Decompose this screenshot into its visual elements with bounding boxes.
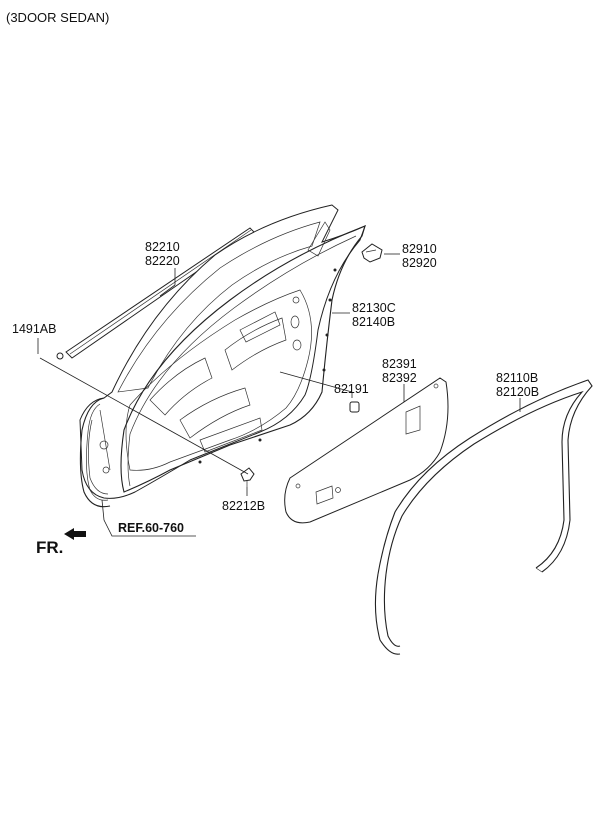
label-82110b: 82110B bbox=[496, 371, 538, 385]
screw-82212b bbox=[240, 467, 255, 487]
fastener-82191 bbox=[349, 401, 360, 413]
label-82392: 82392 bbox=[382, 371, 417, 385]
trim-sheet bbox=[284, 377, 449, 524]
label-82130c: 82130C bbox=[352, 301, 396, 315]
belt-moulding bbox=[56, 227, 255, 360]
label-82391: 82391 bbox=[382, 357, 417, 371]
label-82920: 82920 bbox=[402, 256, 437, 270]
hinge-seal bbox=[79, 397, 111, 508]
label-82140b: 82140B bbox=[352, 315, 395, 329]
clip-82910 bbox=[361, 243, 383, 263]
leader-lines bbox=[37, 253, 521, 537]
label-82210: 82210 bbox=[145, 240, 180, 254]
front-door-panel bbox=[79, 204, 366, 499]
door-weatherstrip bbox=[120, 225, 366, 493]
front-arrow-icon bbox=[64, 528, 86, 540]
label-82191: 82191 bbox=[334, 382, 369, 396]
front-label: FR. bbox=[36, 538, 63, 557]
label-82910: 82910 bbox=[402, 242, 437, 256]
label-82212b: 82212B bbox=[222, 499, 265, 513]
variant-header: (3DOOR SEDAN) bbox=[6, 10, 109, 25]
ref-label: REF.60-760 bbox=[118, 521, 184, 535]
label-82120b: 82120B bbox=[496, 385, 539, 399]
label-82220: 82220 bbox=[145, 254, 180, 268]
label-1491ab: 1491AB bbox=[12, 322, 56, 336]
